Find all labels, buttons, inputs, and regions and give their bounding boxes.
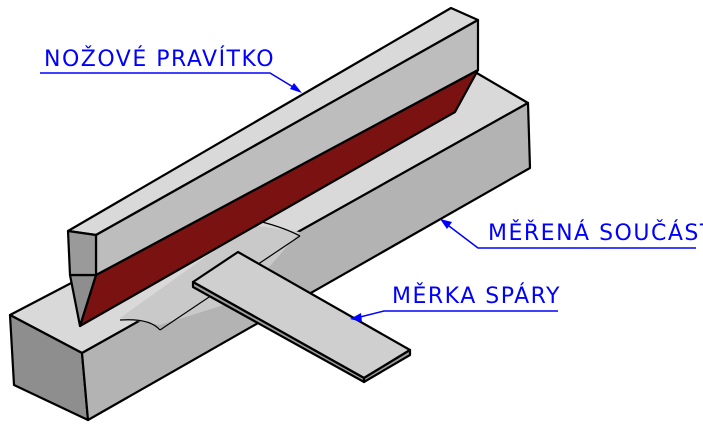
- leader-gauge: [355, 310, 558, 319]
- part-front-face: [80, 101, 532, 422]
- gap-curve-left: [119, 319, 161, 331]
- straightedge-end-face: [66, 229, 98, 277]
- label-gauge-group: MĚRKA SPÁRY: [350, 283, 561, 322]
- arrowhead-part: [440, 219, 452, 229]
- label-straightedge: NOŽOVÉ PRAVÍTKO: [44, 46, 275, 72]
- knife-straightedge: [66, 6, 480, 328]
- gap-curve-right: [261, 221, 301, 237]
- arrowhead-straightedge: [290, 83, 302, 93]
- arrowhead-gauge: [350, 313, 362, 322]
- feeler-gauge: [191, 250, 412, 384]
- leader-part: [444, 222, 696, 249]
- leader-straightedge: [40, 72, 299, 91]
- label-part-group: MĚŘENÁ SOUČÁST: [440, 219, 703, 249]
- label-straightedge-group: NOŽOVÉ PRAVÍTKO: [40, 46, 302, 93]
- label-gauge: MĚRKA SPÁRY: [392, 283, 561, 309]
- gauge-end-face: [362, 348, 412, 384]
- label-part: MĚŘENÁ SOUČÁST: [488, 220, 703, 246]
